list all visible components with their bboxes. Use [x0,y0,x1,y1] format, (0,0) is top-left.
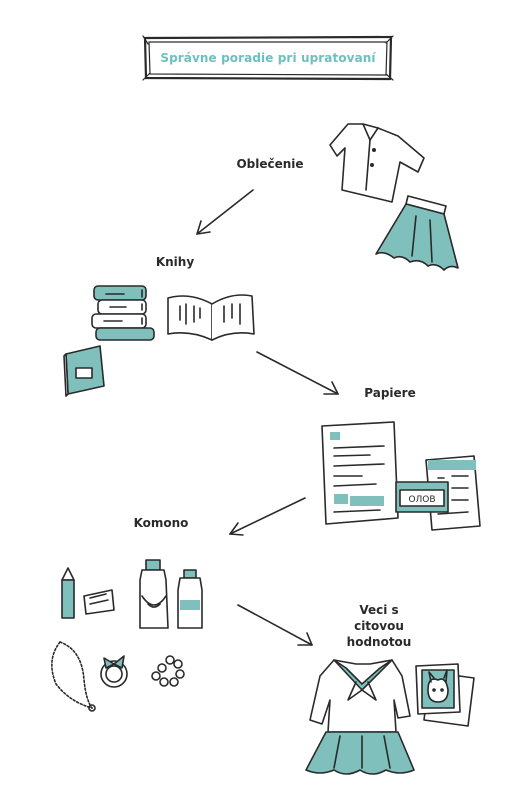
ticket-icon: ОЛОВ [395,481,449,513]
uniform-icon [305,659,415,775]
arrow-papers-to-komono [229,497,306,536]
step-label-komono: Komono [133,516,189,530]
arrow-clothes-to-books [196,189,254,235]
page-title: Správne poradie pri upratovaní [160,51,376,65]
document-icon [321,421,399,525]
bottle-large-icon [139,559,169,629]
ring-icon [100,655,128,688]
pencil-icon [61,567,75,619]
arrow-books-to-papers [256,351,339,395]
shirt-icon [329,123,425,203]
arrow-komono-to-sentimental [237,604,313,646]
title-frame: Správne poradie pri upratovaní [142,34,394,82]
bottle-small-icon [177,569,203,629]
skirt-icon [375,195,459,271]
book-stack-icon [91,285,155,341]
step-label-sentimental: Veci s citovou hodnotou [346,603,412,649]
eraser-icon [83,589,115,615]
ticket-text: ОЛОВ [408,495,435,505]
step-label-clothes: Oblečenie [236,157,304,171]
open-book-icon [167,294,255,341]
small-book-icon [63,345,105,397]
step-label-papers: Papiere [364,386,416,400]
bracelet-icon [151,655,185,687]
step-label-books: Knihy [155,255,195,269]
necklace-icon [51,641,96,712]
title-border [142,35,394,81]
photo-frame-icon [415,663,475,727]
